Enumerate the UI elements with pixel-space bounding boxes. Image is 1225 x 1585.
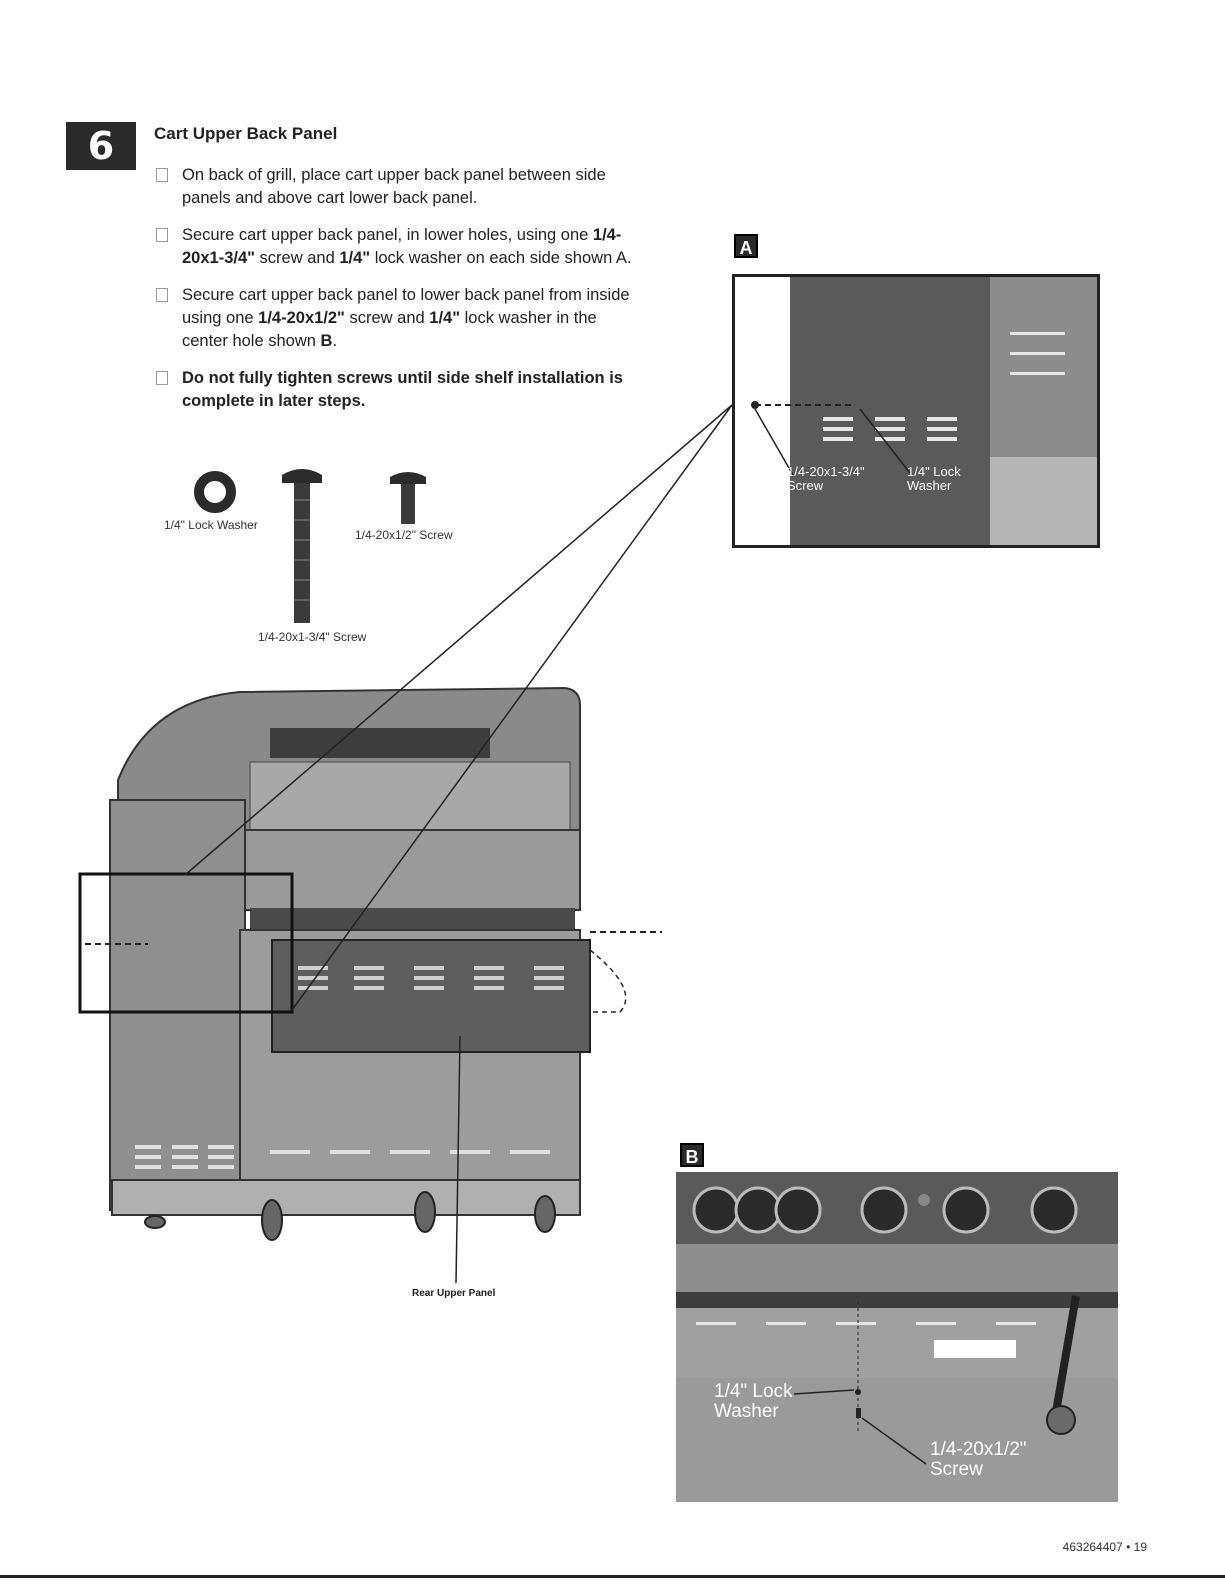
instruction-item: Secure cart upper back panel, in lower h… <box>156 224 636 270</box>
page-footer: 463264407 • 19 <box>1063 1540 1147 1554</box>
lock-washer-label: 1/4" Lock Washer <box>164 518 258 532</box>
instruction-item: On back of grill, place cart upper back … <box>156 164 636 210</box>
page-number: 19 <box>1133 1540 1147 1554</box>
instruction-text: Secure cart upper back panel to lower ba… <box>182 286 630 350</box>
instruction-run: screw and <box>344 309 430 327</box>
figure-b-illustration <box>676 1172 1118 1502</box>
checkbox-icon[interactable] <box>156 168 168 182</box>
checkbox-icon[interactable] <box>156 371 168 385</box>
instruction-run: . <box>332 332 338 350</box>
instruction-item: Do not fully tighten screws until side s… <box>156 367 636 413</box>
figure-b-screw-label: 1/4-20x1/2" <box>930 1439 1027 1460</box>
instruction-text: Secure cart upper back panel, in lower h… <box>182 226 632 267</box>
figure-a-washer-callout: 1/4" Lock Washer <box>907 465 961 493</box>
short-screw-icon <box>390 472 426 524</box>
instruction-run: Secure cart upper back panel, in lower h… <box>182 226 593 244</box>
instruction-run: screw and <box>254 249 340 267</box>
figure-b-washer-callout: 1/4" Lock Washer <box>714 1382 793 1422</box>
instruction-item: Secure cart upper back panel to lower ba… <box>156 284 636 353</box>
grill-rear-illustration <box>78 404 733 1284</box>
long-screw-icon <box>282 469 322 623</box>
instruction-run: Do not fully tighten screws until side s… <box>182 369 623 410</box>
figure-b-label: B <box>680 1143 704 1167</box>
figure-b-screw-callout: 1/4-20x1/2" Screw <box>930 1440 1027 1480</box>
figure-a-inset: 1/4-20x1-3/4" Screw 1/4" Lock Washer <box>732 274 1100 548</box>
instruction-run: lock washer in the center hole shown <box>182 309 597 350</box>
figure-a-screw-label: 1/4-20x1-3/4" <box>787 464 865 479</box>
short-screw-label: 1/4-20x1/2" Screw <box>355 528 453 542</box>
instruction-text: On back of grill, place cart upper back … <box>182 166 606 207</box>
figure-b-washer-label-2: Washer <box>714 1401 779 1422</box>
figure-a-washer-label: 1/4" Lock <box>907 464 961 479</box>
figure-a-label: A <box>734 234 758 258</box>
instruction-run: 1/4" <box>429 309 461 327</box>
instruction-run: lock washer on each side shown A. <box>370 249 632 267</box>
figure-a-illustration <box>735 277 1097 545</box>
figure-a-screw-callout: 1/4-20x1-3/4" Screw <box>787 465 865 493</box>
instruction-run: B <box>320 332 333 350</box>
document-number: 463264407 <box>1062 1540 1123 1554</box>
instruction-text: Do not fully tighten screws until side s… <box>182 369 623 410</box>
instruction-list: On back of grill, place cart upper back … <box>156 164 636 427</box>
figure-b-screw-label-2: Screw <box>930 1459 983 1480</box>
checkbox-icon[interactable] <box>156 228 168 242</box>
step-title: Cart Upper Back Panel <box>154 124 338 143</box>
instruction-run: 1/4-20x1/2" <box>258 309 345 327</box>
figure-b-inset: 1/4" Lock Washer 1/4-20x1/2" Screw <box>676 1172 1118 1502</box>
figure-b-washer-label: 1/4" Lock <box>714 1381 793 1402</box>
lock-washer-icon <box>194 471 236 513</box>
instruction-run: On back of grill, place cart upper back … <box>182 166 606 207</box>
long-screw-label: 1/4-20x1-3/4" Screw <box>258 630 367 644</box>
bottom-rule <box>0 1575 1225 1578</box>
instruction-run: Secure cart upper back panel to lower ba… <box>182 286 630 327</box>
step-number-badge: 6 <box>66 122 136 170</box>
instruction-run: 1/4" <box>339 249 371 267</box>
rear-upper-panel-label: Rear Upper Panel <box>412 1288 496 1299</box>
instruction-run: 1/4-20x1-3/4" <box>182 226 622 267</box>
footer-separator: • <box>1126 1540 1131 1554</box>
figure-a-screw-label-2: Screw <box>787 478 824 493</box>
checkbox-icon[interactable] <box>156 288 168 302</box>
figure-a-washer-label-2: Washer <box>907 478 952 493</box>
